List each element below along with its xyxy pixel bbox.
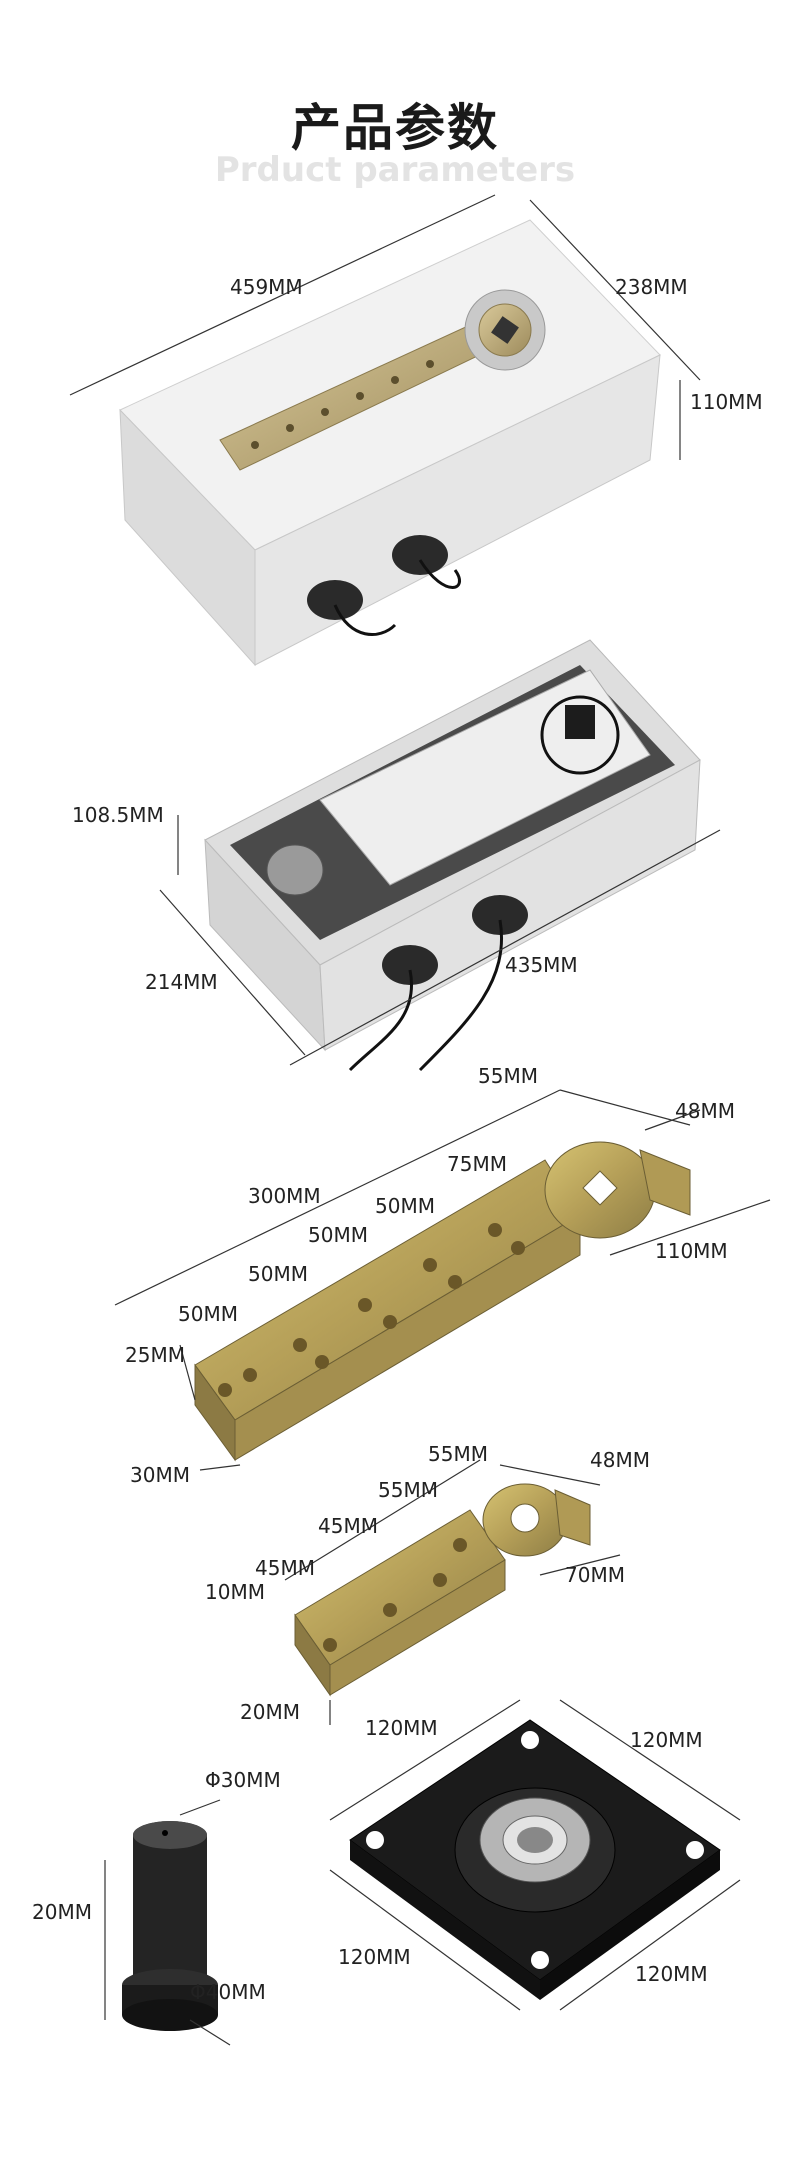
arm-short-bar-width-label: 20MM	[240, 1700, 300, 1724]
unit1-width-label: 238MM	[615, 275, 688, 299]
plate-top-right-label: 120MM	[630, 1728, 703, 1752]
arm-long	[194, 1141, 691, 1462]
unit1-height-label: 110MM	[690, 390, 763, 414]
arm-long-bar-width-label: 30MM	[130, 1463, 190, 1487]
arm-long-spacing-75-label: 75MM	[447, 1152, 507, 1176]
plate-bottom-left-label: 120MM	[338, 1945, 411, 1969]
page-subtitle: Prduct parameters	[214, 150, 576, 190]
housing-unit-top	[119, 219, 661, 667]
arm-short-end-depth-label: 48MM	[590, 1448, 650, 1472]
arm-long-end-depth-label: 48MM	[675, 1099, 735, 1123]
arm-short-spacing-45a-label: 45MM	[318, 1514, 378, 1538]
arm-short-head-width-label: 70MM	[565, 1563, 625, 1587]
page-title: 产品参数	[291, 99, 499, 157]
arm-short-spacing-45b-label: 45MM	[255, 1556, 315, 1580]
dimension-lines-plate	[329, 1699, 741, 2011]
bearing-plate	[349, 1719, 721, 2000]
arm-long-spacing-4-label: 50MM	[178, 1302, 238, 1326]
dimension-lines-arm-short	[284, 1459, 621, 1725]
pin-height-label: 20MM	[32, 1900, 92, 1924]
arm-long-spacing-1-label: 50MM	[375, 1194, 435, 1218]
arm-short-edge-offset-label: 10MM	[205, 1580, 265, 1604]
arm-long-head-width-label: 110MM	[655, 1239, 728, 1263]
pin-base-diameter-label: Φ40MM	[190, 1980, 266, 2004]
plate-top-left-label: 120MM	[365, 1716, 438, 1740]
dimension-lines-pin	[104, 1799, 231, 2046]
pin-top-diameter-label: Φ30MM	[205, 1768, 281, 1792]
arm-long-top-width-label: 55MM	[478, 1064, 538, 1088]
dimension-lines-unit2	[159, 815, 721, 1066]
arm-short-spacing-55-label: 55MM	[378, 1478, 438, 1502]
arm-short	[294, 1483, 591, 1697]
arm-long-spacing-2-label: 50MM	[308, 1223, 368, 1247]
arm-short-top-width-label: 55MM	[428, 1442, 488, 1466]
unit2-width-label: 214MM	[145, 970, 218, 994]
arm-long-edge-offset-label: 25MM	[125, 1343, 185, 1367]
arm-long-total-length-label: 300MM	[248, 1184, 321, 1208]
unit2-height-label: 108.5MM	[72, 803, 164, 827]
dimension-lines-unit1	[69, 194, 701, 460]
pin-part	[122, 1821, 218, 2031]
housing-unit-open	[204, 639, 701, 1072]
unit2-length-label: 435MM	[505, 953, 578, 977]
unit1-length-label: 459MM	[230, 275, 303, 299]
plate-bottom-right-label: 120MM	[635, 1962, 708, 1986]
dimension-lines-arm-long	[114, 1089, 771, 1471]
arm-long-spacing-3-label: 50MM	[248, 1262, 308, 1286]
